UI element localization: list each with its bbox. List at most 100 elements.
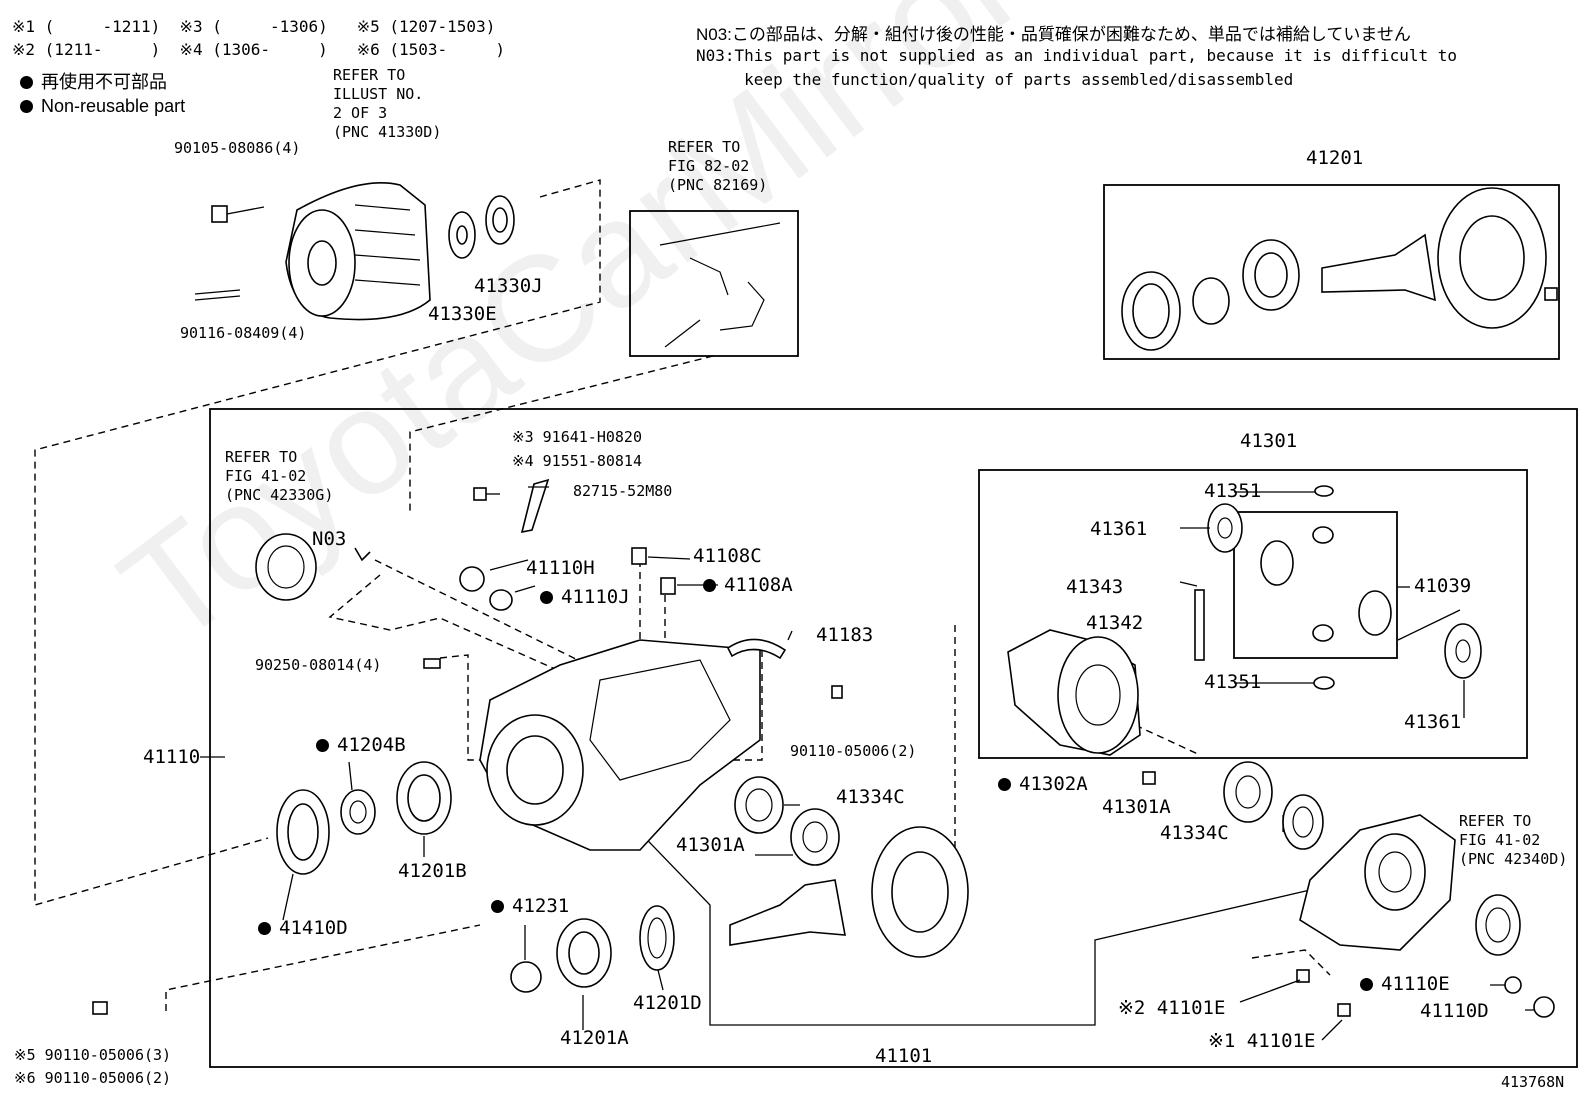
bracket-82715 bbox=[520, 478, 550, 534]
label-41334C-left: 41334C bbox=[836, 786, 905, 808]
label-90110-05006-3: ※5 90110-05006(3) bbox=[14, 1046, 172, 1064]
dash-line-oilseal-left bbox=[328, 574, 581, 681]
non-reusable-bullet-icon bbox=[20, 76, 33, 89]
dash-line-lower-bolt bbox=[165, 924, 481, 1011]
washer-41361-left bbox=[1207, 503, 1243, 553]
label-41183: 41183 bbox=[816, 624, 874, 646]
bolt-90110-lower bbox=[92, 1001, 108, 1015]
non-reusable-bullet-icon bbox=[258, 922, 271, 935]
differential-case-frame bbox=[978, 469, 1528, 759]
tube-n03 bbox=[354, 547, 371, 562]
bearing-41301A-left bbox=[790, 808, 840, 866]
label-41110E-text: 41110E bbox=[1381, 973, 1450, 995]
refer-fig-82-02: REFER TO FIG 82-02 (PNC 82169) bbox=[668, 138, 768, 194]
label-91551-80814: ※4 91551-80814 bbox=[512, 452, 642, 470]
label-41361-right: 41361 bbox=[1404, 711, 1462, 733]
bolt-90110 bbox=[831, 685, 843, 699]
pin-90250 bbox=[423, 658, 441, 669]
label-41410D-text: 41410D bbox=[279, 917, 348, 939]
label-41231: 41231 bbox=[491, 895, 569, 917]
label-41201D: 41201D bbox=[633, 992, 702, 1014]
label-41343: 41343 bbox=[1066, 576, 1124, 598]
label-41302A-text: 41302A bbox=[1019, 773, 1088, 795]
label-90116-08409: 90116-08409(4) bbox=[180, 324, 307, 342]
non-reusable-bullet-icon bbox=[540, 591, 553, 604]
label-41301A-left: 41301A bbox=[676, 834, 745, 856]
washer-41201D bbox=[639, 905, 675, 971]
label-41110D: 41110D bbox=[1420, 1000, 1489, 1022]
washer-41330E bbox=[448, 211, 476, 259]
gasket-41110E bbox=[1504, 976, 1522, 994]
non-reusable-bullet-icon bbox=[491, 900, 504, 913]
extension-housing-41330D bbox=[285, 182, 431, 321]
non-reusable-bullet-icon bbox=[703, 579, 716, 592]
label-41231-text: 41231 bbox=[512, 895, 570, 917]
plug-41110D bbox=[1533, 996, 1555, 1018]
label-41108C: 41108C bbox=[693, 545, 762, 567]
bearing-41301A-right bbox=[1223, 761, 1273, 823]
plug-41108A bbox=[660, 577, 676, 595]
gear-kit-frame bbox=[1233, 511, 1398, 659]
legend-jp-text: 再使用不可部品 bbox=[41, 72, 167, 92]
stud-90116 bbox=[194, 289, 241, 301]
washer-41351-bottom bbox=[1313, 676, 1335, 690]
main-assembly-frame bbox=[209, 408, 1578, 1068]
label-41110: 41110 bbox=[143, 746, 201, 768]
label-41351-bottom: 41351 bbox=[1204, 671, 1262, 693]
label-41110E: 41110E bbox=[1360, 973, 1450, 995]
non-reusable-bullet-icon bbox=[316, 739, 329, 752]
bolt-90105 bbox=[211, 205, 265, 223]
label-41342: 41342 bbox=[1086, 612, 1144, 634]
legend-en-text: Non-reusable part bbox=[41, 96, 186, 116]
oil-seal-fig41-left-inner bbox=[267, 545, 305, 589]
washer-41361-right bbox=[1444, 623, 1482, 679]
label-90110-05006-2-lower: ※6 90110-05006(2) bbox=[14, 1069, 172, 1087]
label-41361-left: 41361 bbox=[1090, 518, 1148, 540]
breather-hose bbox=[659, 222, 781, 348]
dash-line-n03 bbox=[374, 559, 591, 667]
oil-seal-41410D bbox=[276, 789, 330, 875]
nut-41204B bbox=[340, 789, 376, 835]
bolt-41101E-1 bbox=[1337, 1003, 1351, 1017]
oil-deflector-41183 bbox=[726, 638, 787, 660]
oil-seal-fig41-left bbox=[255, 533, 317, 601]
washer-41351-top bbox=[1314, 485, 1334, 497]
spacer-41231 bbox=[510, 961, 542, 993]
bearing-race-41334C-left bbox=[734, 776, 784, 834]
label-41108A: 41108A bbox=[703, 574, 793, 596]
bolt-91641 bbox=[473, 487, 500, 501]
label-41204B-text: 41204B bbox=[337, 734, 406, 756]
label-90105-08086: 90105-08086(4) bbox=[174, 139, 301, 157]
dash-line-cover-to-case bbox=[34, 179, 601, 906]
label-41110J: 41110J bbox=[540, 586, 630, 608]
figure-id: 413768N bbox=[1501, 1073, 1565, 1091]
label-90110-05006-2: 90110-05006(2) bbox=[790, 742, 917, 760]
label-leaders bbox=[282, 486, 1535, 1041]
label-41410D: 41410D bbox=[258, 917, 348, 939]
breather-41108C bbox=[631, 547, 647, 565]
refer-fig-41-02-left: REFER TO FIG 41-02 (PNC 42330G) bbox=[225, 448, 334, 504]
label-n03: N03 bbox=[312, 528, 347, 550]
dash-line-cover-right bbox=[1251, 949, 1331, 976]
ring-pinion-kit-frame bbox=[1103, 184, 1560, 360]
label-41201: 41201 bbox=[1306, 147, 1364, 169]
bolt-41101E-2 bbox=[1296, 969, 1310, 983]
label-41101E-2: ※2 41101E bbox=[1118, 997, 1226, 1019]
label-41101: 41101 bbox=[875, 1045, 933, 1067]
label-41101E-1: ※1 41101E bbox=[1208, 1030, 1316, 1052]
ring-gear bbox=[871, 826, 969, 958]
gasket-41110J bbox=[489, 589, 513, 611]
note-en-line1: N03:This part is not supplied as an indi… bbox=[696, 46, 1457, 65]
label-41110H: 41110H bbox=[526, 557, 595, 579]
label-91641-H0820: ※3 91641-H0820 bbox=[512, 428, 642, 446]
drive-pinion bbox=[729, 879, 846, 946]
pinion-gears-41039 bbox=[1260, 526, 1392, 642]
bolt-41302A bbox=[1142, 771, 1156, 785]
legend-jp: 再使用不可部品 bbox=[20, 68, 167, 94]
pinion-kit-parts bbox=[1121, 187, 1558, 351]
label-82715-52M80: 82715-52M80 bbox=[573, 482, 673, 500]
refer-fig-41-02-right: REFER TO FIG 41-02 (PNC 42340D) bbox=[1459, 812, 1568, 868]
label-41330J: 41330J bbox=[474, 275, 543, 297]
refer-illust-2of3: REFER TO ILLUST NO. 2 OF 3 (PNC 41330D) bbox=[333, 66, 442, 141]
